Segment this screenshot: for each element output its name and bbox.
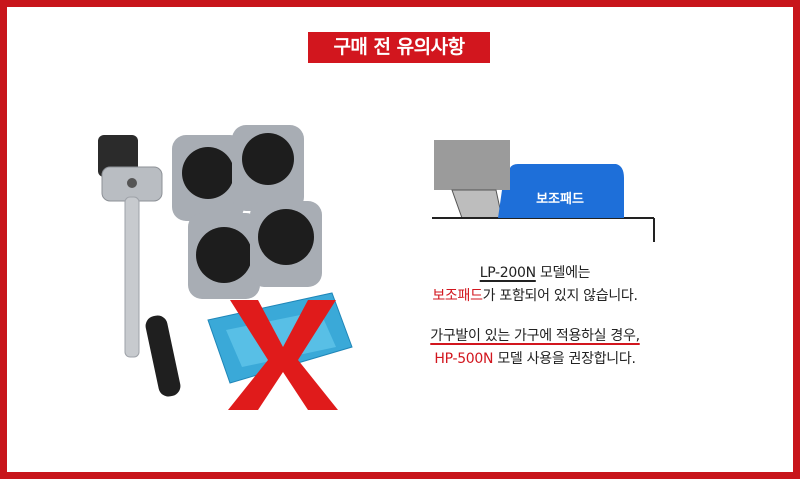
note-recommend: 가구발이 있는 가구에 적용하실 경우, HP-500N 모델 사용을 권장합니… <box>380 325 690 371</box>
model-hp-500n: HP-500N <box>434 351 494 367</box>
furniture-block <box>434 140 510 190</box>
furniture-foot <box>451 189 503 219</box>
note2-line2-text: 모델 사용을 권장합니다. <box>493 351 636 367</box>
note1-line2-text: 가 포함되어 있지 않습니다. <box>482 288 638 304</box>
dolly-wheels-image <box>172 125 322 299</box>
pad-label: 보조패드 <box>536 192 584 207</box>
highlight-support-pad: 보조패드 <box>432 288 483 304</box>
note2-line1-text: 가구발이 있는 가구에 적용하실 경우, <box>430 328 640 344</box>
product-illustration <box>98 125 353 410</box>
model-lp-200n: LP-200N <box>479 265 536 281</box>
page-title: 구매 전 유의사항 <box>308 32 490 63</box>
support-pad-shape <box>498 164 624 218</box>
x-mark-icon <box>228 300 338 410</box>
pad-diagram: 보조패드 <box>432 140 655 242</box>
lever-bar-image <box>98 135 181 397</box>
note1-line1-text: 모델에는 <box>535 265 591 281</box>
note-no-pad: LP-200N 모델에는 보조패드가 포함되어 있지 않습니다. <box>380 262 690 308</box>
